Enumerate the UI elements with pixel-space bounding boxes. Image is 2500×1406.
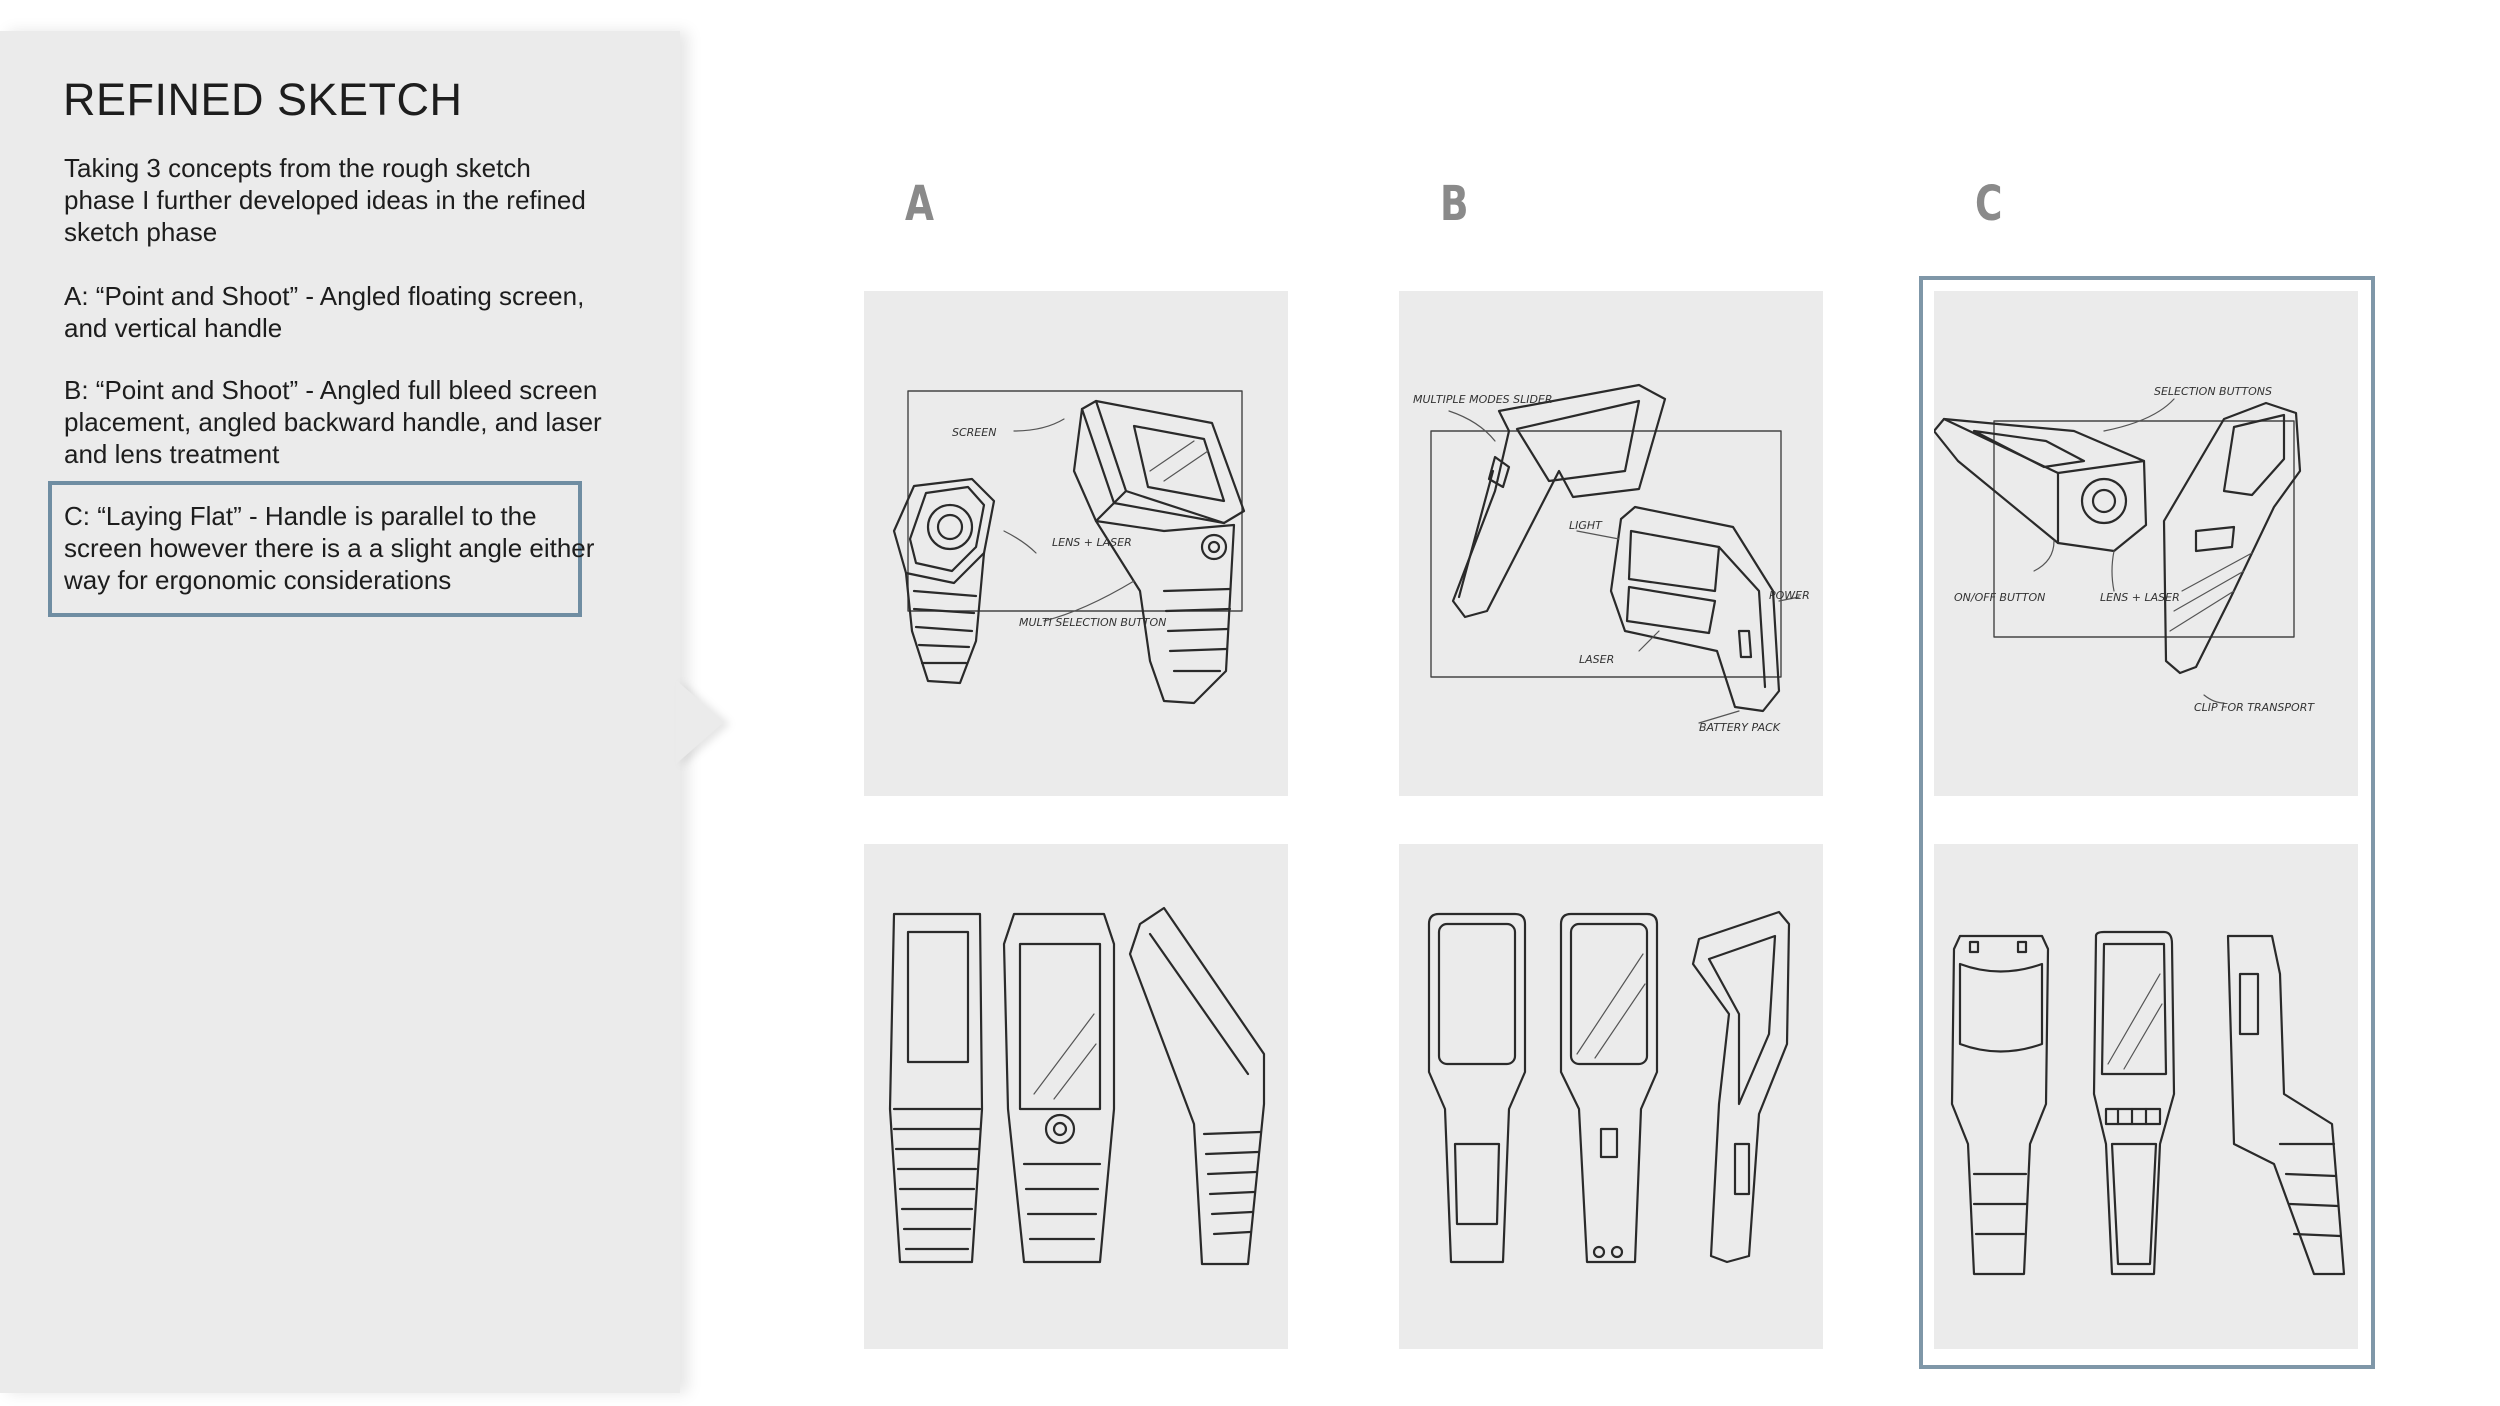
concept-b-description: B: “Point and Shoot” - Angled full bleed… [64,375,602,469]
sketch-card-c-perspective: SELECTION BUTTONS ON/OFF BUTTON LENS + L… [1934,291,2358,796]
page-title: REFINED SKETCH [63,74,463,125]
annotation-light: LIGHT [1569,519,1603,532]
annotation-multi-selection: MULTI SELECTION BUTTON [1019,616,1166,629]
annotation-screen: SCREEN [952,426,996,439]
column-label-a: A [905,176,934,232]
concept-c-highlight-box [48,481,582,617]
annotation-lens-laser-c: LENS + LASER [2100,591,2180,604]
annotation-battery-pack: BATTERY PACK [1699,721,1781,734]
column-label-b: B [1440,176,1469,232]
annotation-on-off-button: ON/OFF BUTTON [1954,591,2045,604]
sketch-card-a-perspective: SCREEN LENS + LASER MULTI SELECTION BUTT… [864,291,1288,796]
sketch-card-b-orthographic [1399,844,1823,1349]
annotation-lens-laser: LENS + LASER [1052,536,1132,549]
sketch-card-a-orthographic [864,844,1288,1349]
annotation-selection-buttons: SELECTION BUTTONS [2154,385,2272,398]
annotation-multiple-modes: MULTIPLE MODES SLIDER [1413,393,1553,406]
column-label-c: C [1975,176,2003,232]
concept-a-description: A: “Point and Shoot” - Angled floating s… [64,281,585,343]
annotation-clip: CLIP FOR TRANSPORT [2194,701,2315,714]
intro-paragraph: Taking 3 concepts from the rough sketch … [64,153,586,247]
sketch-card-c-orthographic [1934,844,2358,1349]
description-panel [0,31,680,1393]
concept-c-description: C: “Laying Flat” - Handle is parallel to… [64,501,595,595]
panel-pointer-arrow [676,680,724,764]
sketch-card-b-perspective: MULTIPLE MODES SLIDER LIGHT POWER LASER … [1399,291,1823,796]
concept-c-selection-frame [1919,276,2375,1369]
annotation-power: POWER [1769,589,1810,602]
annotation-laser: LASER [1579,653,1614,666]
